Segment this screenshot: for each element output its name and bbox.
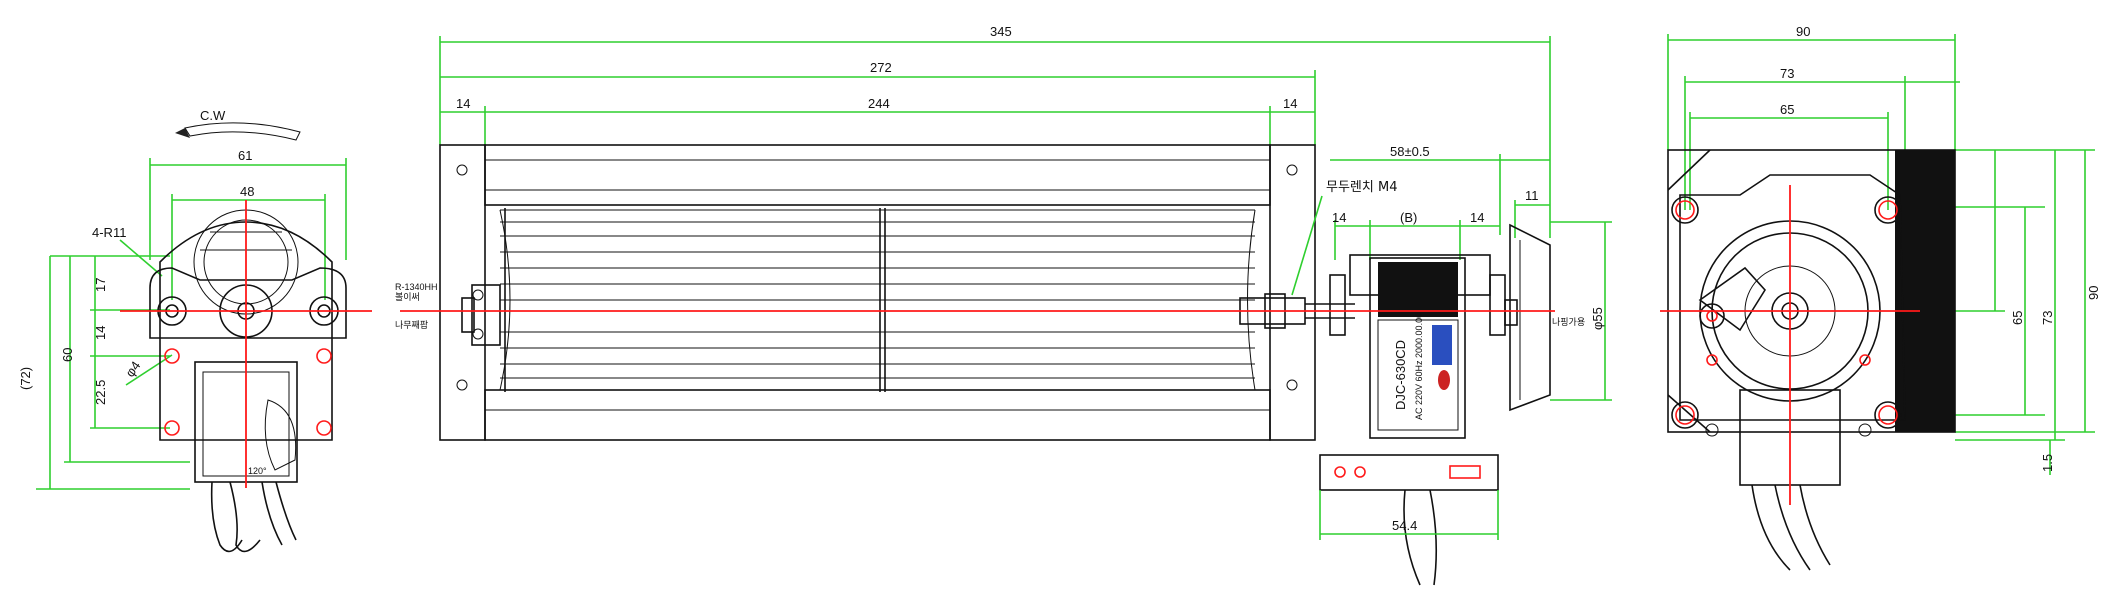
dim-phi55: φ55	[1590, 307, 1605, 330]
side-note-3: 나무째팝	[395, 319, 428, 330]
side-note-1: R-1340HH	[395, 282, 438, 292]
dim-61: 61	[238, 148, 252, 163]
rotation-label: C.W	[200, 108, 226, 123]
dim-73-top: 73	[1780, 66, 1794, 81]
dim-65-side: 65	[2010, 311, 2025, 325]
note-4r11: 4-R11	[92, 225, 126, 240]
blower-side-view: 345 272 14 244 14	[395, 24, 1612, 586]
dim-272: 272	[870, 60, 892, 75]
dim-244: 244	[868, 96, 890, 111]
angle-120: 120°	[248, 466, 267, 476]
motor-logo	[1438, 370, 1450, 390]
dim-11: 11	[1525, 188, 1539, 203]
left-end-view: C.W 61 48 4-R11 (72) 60 17 14 22.5 φ4	[18, 108, 372, 553]
dim-14: 14	[93, 326, 108, 340]
right-note: 나핑가용	[1552, 317, 1585, 327]
dim-b: (B)	[1400, 210, 1417, 225]
dim-60: 60	[60, 348, 75, 362]
dim-14-motor-right: 14	[1470, 210, 1484, 225]
dim-1-5: 1.5	[2040, 454, 2055, 472]
dim-72: (72)	[18, 367, 33, 390]
motor-label-tag	[1432, 325, 1452, 365]
dim-14-right: 14	[1283, 96, 1297, 111]
side-note-2: 볼이써	[395, 292, 420, 302]
dim-58: 58±0.5	[1390, 144, 1430, 159]
dim-90-top: 90	[1796, 24, 1810, 39]
motor-coil	[1378, 262, 1458, 317]
dim-54-4: 54.4	[1392, 518, 1417, 533]
motor-spec: AC 220V 60Hz 2000.00.00	[1414, 313, 1424, 420]
dim-90-side: 90	[2086, 286, 2101, 300]
dim-65-top: 65	[1780, 102, 1794, 117]
dim-phi4: φ4	[122, 358, 143, 379]
arrow-head-icon	[175, 128, 190, 138]
dim-73-side: 73	[2040, 311, 2055, 325]
motor-model: DJC-630CD	[1393, 340, 1408, 410]
dim-14-left: 14	[456, 96, 470, 111]
rotation-arrow-icon	[184, 122, 301, 141]
dim-345: 345	[990, 24, 1012, 39]
dim-48: 48	[240, 184, 254, 199]
dim-17: 17	[93, 278, 108, 292]
right-end-view: 90 73 65 65 73 90 1.5	[1660, 24, 2101, 571]
dim-22-5: 22.5	[93, 380, 108, 405]
dim-14-motor-left: 14	[1332, 210, 1346, 225]
note-m4: 무두렌치 M4	[1326, 180, 1397, 195]
